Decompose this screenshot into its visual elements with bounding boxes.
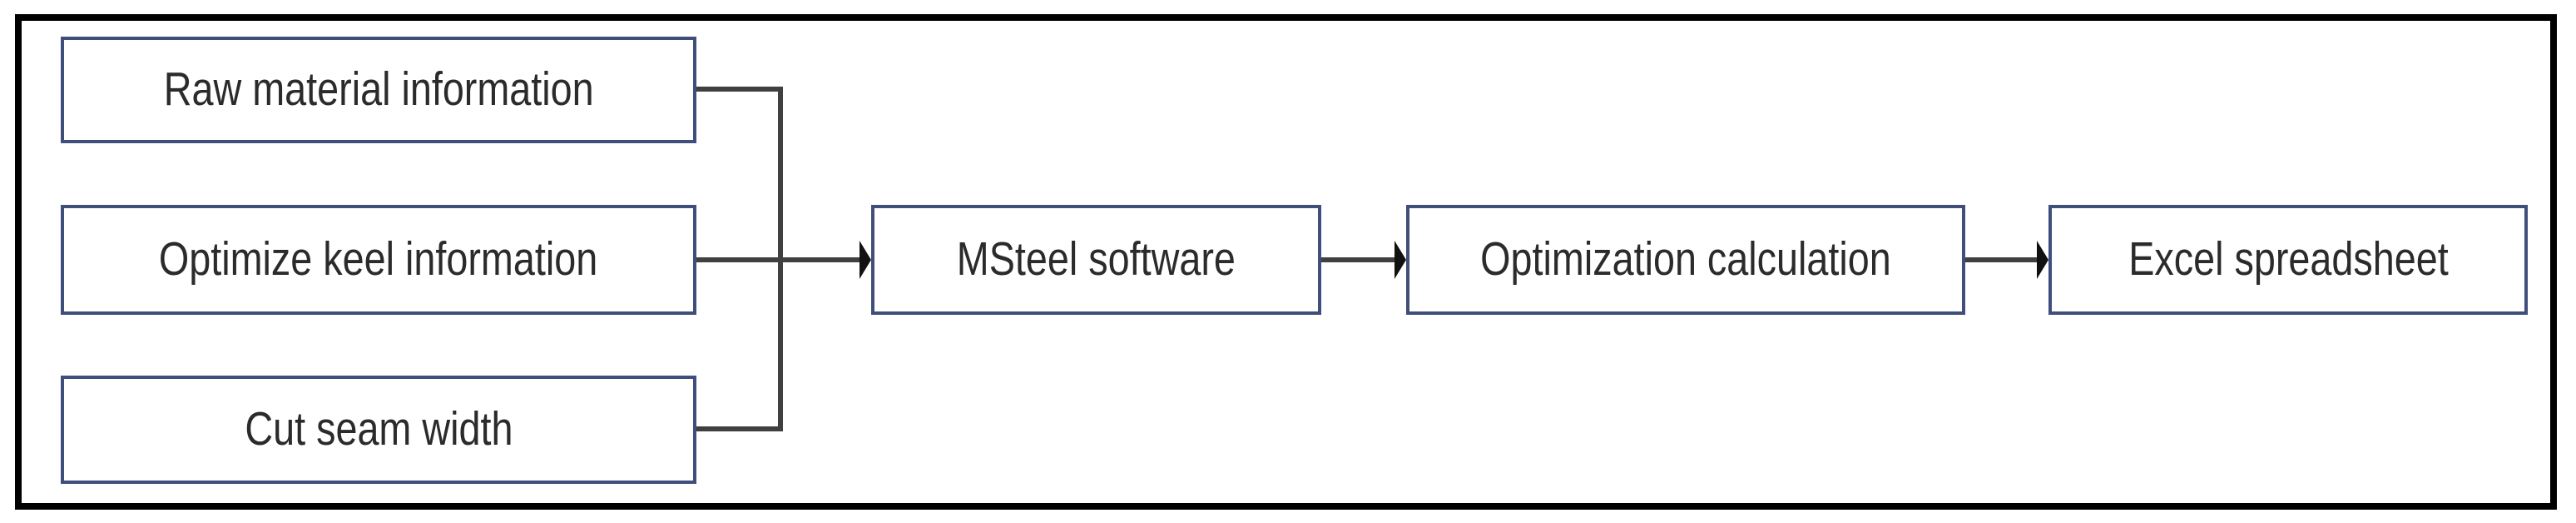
node-label-optimize-keel-information: Optimize keel information [159,232,598,286]
node-label-msteel-software: MSteel software [956,232,1236,286]
node-label-cut-seam-width: Cut seam width [244,402,513,456]
node-cut-seam-width[interactable]: Cut seam width [61,376,696,484]
node-label-excel-spreadsheet: Excel spreadsheet [2128,232,2449,286]
node-raw-material-information[interactable]: Raw material information [61,37,696,143]
node-label-optimization-calculation: Optimization calculation [1480,232,1891,286]
node-msteel-software[interactable]: MSteel software [871,205,1321,315]
node-excel-spreadsheet[interactable]: Excel spreadsheet [2048,205,2528,315]
node-optimize-keel-information[interactable]: Optimize keel information [61,205,696,315]
node-label-raw-material-information: Raw material information [163,62,594,117]
node-optimization-calculation[interactable]: Optimization calculation [1406,205,1965,315]
